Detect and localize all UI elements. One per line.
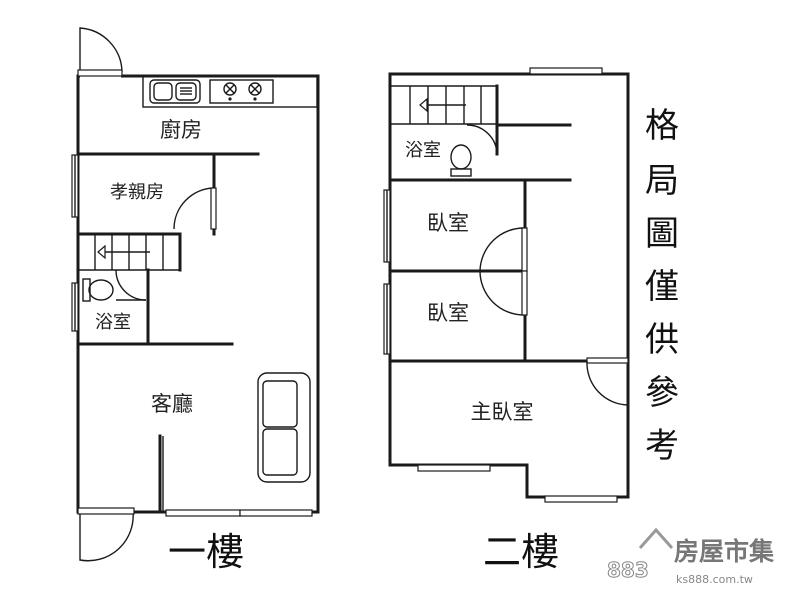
master-door-swing [586,360,629,406]
floor2-toilet-icon [450,144,472,170]
label-bedroom-1: 臥室 [427,211,469,235]
label-living-room: 客廳 [151,392,193,416]
floor1-title: 一樓 [168,530,244,574]
label-kitchen: 廚房 [160,118,202,142]
floor2-window-north [529,67,603,75]
disclaimer-char: 考 [645,426,679,466]
floor1-front-door-swing [79,511,134,562]
house-roof-icon [638,527,674,549]
stove-icon [209,79,274,104]
parents-room-door-swing [173,187,215,230]
floor-1-plan [71,27,320,562]
bedroom2-door [521,270,528,316]
floor1-entry-door-swing [79,27,123,76]
floor2-title: 二樓 [483,530,559,574]
floor1-bath-door-swing [115,269,147,301]
sink-icon [149,79,201,104]
floor1-window-south-a [165,509,241,517]
bedroom1-door [521,227,528,272]
sink-bowl-right [175,82,197,101]
floor2-stair-arrow-icon [419,97,428,113]
label-parents-room: 孝親房 [110,182,164,203]
watermark-logo: 883 房屋市集 ks888.com.tw [607,527,775,586]
disclaimer-vertical: 格 局 圖 僅 供 參 考 [645,106,679,466]
toilet-tank [82,278,91,302]
stair-arrow-icon [97,244,106,260]
floor2-window-south-b [544,495,618,503]
toilet-icon [88,279,114,301]
master-door [586,357,629,364]
floor1-window-south-b [239,509,313,517]
floor2-bath-door-swing [466,124,498,156]
label-floor1-bath: 浴室 [95,312,131,333]
disclaimer-char: 圖 [645,214,679,254]
sink-bowl-left [153,82,173,101]
watermark-number: 883 [607,558,649,582]
sofa-icon [257,372,311,483]
watermark-brand: 房屋市集 [674,537,775,566]
floor2-outer-wall [388,72,630,499]
parents-room-door [210,187,217,230]
floor1-entry-door-sill [77,69,123,77]
disclaimer-char: 參 [645,373,679,413]
disclaimer-char: 僅 [645,267,679,307]
floor2-window-south-a [417,464,491,472]
label-master-bedroom: 主臥室 [471,400,534,424]
floor1-front-door-sill [77,507,135,515]
label-bedroom-2: 臥室 [427,301,469,325]
bedroom2-door-swing [479,270,526,316]
disclaimer-char: 供 [645,320,679,360]
floor-2-plan [383,67,630,503]
disclaimer-char: 格 [645,106,679,146]
disclaimer-char: 局 [645,161,679,201]
watermark-site: ks888.com.tw [676,573,753,586]
bedroom1-door-swing [479,227,526,272]
label-floor2-bath: 浴室 [405,140,441,161]
kitchen-counter [142,75,318,108]
